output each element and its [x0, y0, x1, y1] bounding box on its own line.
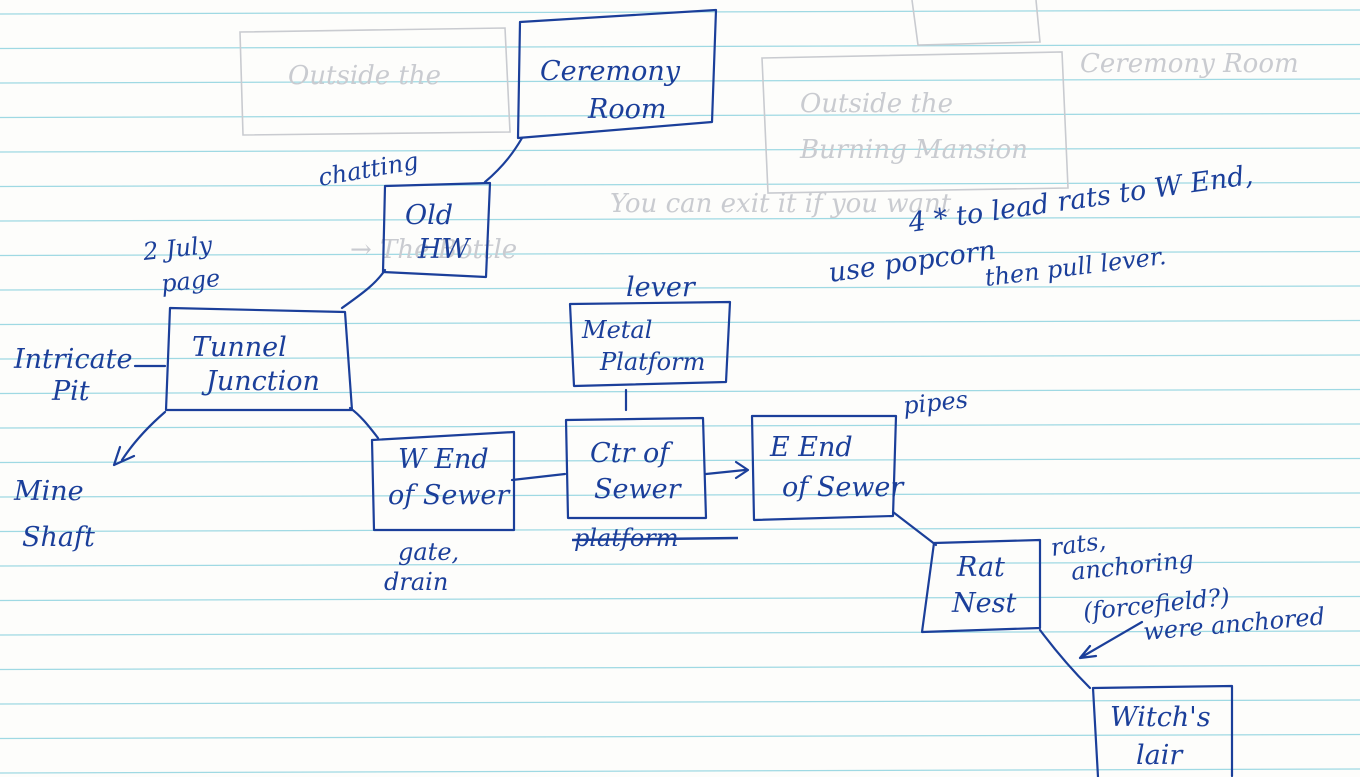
note-2-july: 2 July: [141, 231, 214, 266]
ruled-line: [0, 388, 1360, 395]
note-pipes: pipes: [902, 385, 969, 420]
ruled-line: [0, 492, 1360, 498]
room-label: HW: [417, 234, 472, 265]
link-tunnel-mine: [120, 410, 167, 462]
ruled-lines: [0, 9, 1360, 774]
ruled-line: [0, 733, 1360, 740]
room-old-hw: Old HW: [381, 181, 492, 279]
link-tunnel-wend: [348, 406, 380, 440]
room-label: Room: [587, 94, 666, 125]
note-mine: Mine: [13, 476, 84, 507]
room-rat-nest: Rat Nest: [920, 538, 1042, 634]
link-eend-ratnest: [891, 510, 938, 547]
room-witchs-lair: Witch's lair: [1091, 684, 1234, 777]
link-ceremony-oldhw: [483, 136, 524, 184]
ruled-line: [0, 43, 1360, 50]
strikethrough: [571, 536, 739, 542]
bleed-text: Outside the: [800, 89, 953, 119]
bleed-text: You can exit it if you want: [610, 189, 952, 219]
room-label: of Sewer: [782, 472, 905, 503]
ruled-line: [0, 457, 1360, 464]
link-wend-ctr: [510, 472, 567, 482]
note-pit: Pit: [51, 376, 90, 407]
ruled-line: [0, 216, 1360, 222]
ruled-line: [0, 78, 1360, 84]
bleed-text: → The Bottle: [350, 235, 517, 265]
room-label: lair: [1136, 740, 1184, 771]
room-label: E End: [769, 432, 853, 463]
note-drain: drain: [384, 568, 448, 596]
room-label: Rat: [956, 552, 1005, 583]
room-label: of Sewer: [388, 480, 511, 511]
note-shaft: Shaft: [22, 522, 95, 553]
room-metal-platform: Metal Platform: [568, 300, 732, 388]
room-label: Ctr of: [590, 438, 673, 469]
ruled-line: [0, 147, 1360, 153]
room-ceremony-room: Ceremony Room: [516, 8, 718, 140]
arrow-head-mine: [112, 445, 136, 467]
link-oldhw-tunnel: [340, 268, 387, 310]
room-label: Nest: [951, 588, 1016, 619]
ruled-line: [0, 250, 1360, 257]
note-tip-line2: use popcorn: [827, 235, 998, 289]
room-label: Platform: [599, 348, 705, 376]
arrow-were-anchored: [1078, 620, 1144, 660]
ruled-line: [0, 181, 1360, 188]
connectors: [112, 136, 1144, 690]
ruled-line: [0, 354, 1360, 360]
room-e-end-of-sewer: E End of Sewer: [750, 414, 905, 522]
ruled-line: [0, 526, 1360, 533]
ruled-line: [0, 630, 1360, 636]
room-label: W End: [398, 444, 489, 475]
ruled-line: [0, 285, 1360, 291]
ruled-line: [0, 768, 1360, 774]
ruled-line: [0, 561, 1360, 567]
bleed-text: Ceremony Room: [1080, 49, 1299, 79]
ruled-line: [0, 423, 1360, 429]
arrow-head-eend: [734, 460, 750, 480]
room-label: Metal: [581, 316, 652, 344]
room-label: Old: [405, 200, 453, 231]
link-ctr-eend: [704, 468, 747, 476]
note-intricate: Intricate: [13, 344, 133, 375]
ruled-line: [0, 595, 1360, 602]
note-gate: gate,: [398, 538, 459, 566]
room-w-end-of-sewer: W End of Sewer: [370, 430, 516, 532]
bleed-text: Outside the: [288, 61, 441, 91]
ruled-line: [0, 664, 1360, 671]
room-label: Witch's: [1110, 702, 1211, 733]
ruled-line: [0, 112, 1360, 119]
link-ratnest-witch: [1038, 628, 1092, 690]
room-label: Tunnel: [192, 332, 287, 363]
ruled-line: [0, 699, 1360, 705]
note-lever: lever: [626, 272, 697, 303]
room-label: Ceremony: [540, 56, 681, 87]
room-label: Sewer: [594, 474, 683, 505]
note-page: page: [160, 264, 222, 298]
ruled-line: [0, 319, 1360, 326]
bleed-through: Outside the Outside the Burning Mansion …: [239, 0, 1299, 265]
room-tunnel-junction: Tunnel Junction: [164, 306, 354, 412]
bleed-text: Burning Mansion: [799, 135, 1028, 165]
note-tip-line1: 4 * to lead rats to W End,: [906, 160, 1255, 239]
room-ctr-of-sewer: Ctr of Sewer: [564, 416, 708, 520]
note-tip-line3: then pull lever.: [983, 242, 1167, 292]
room-label: Junction: [201, 366, 320, 397]
